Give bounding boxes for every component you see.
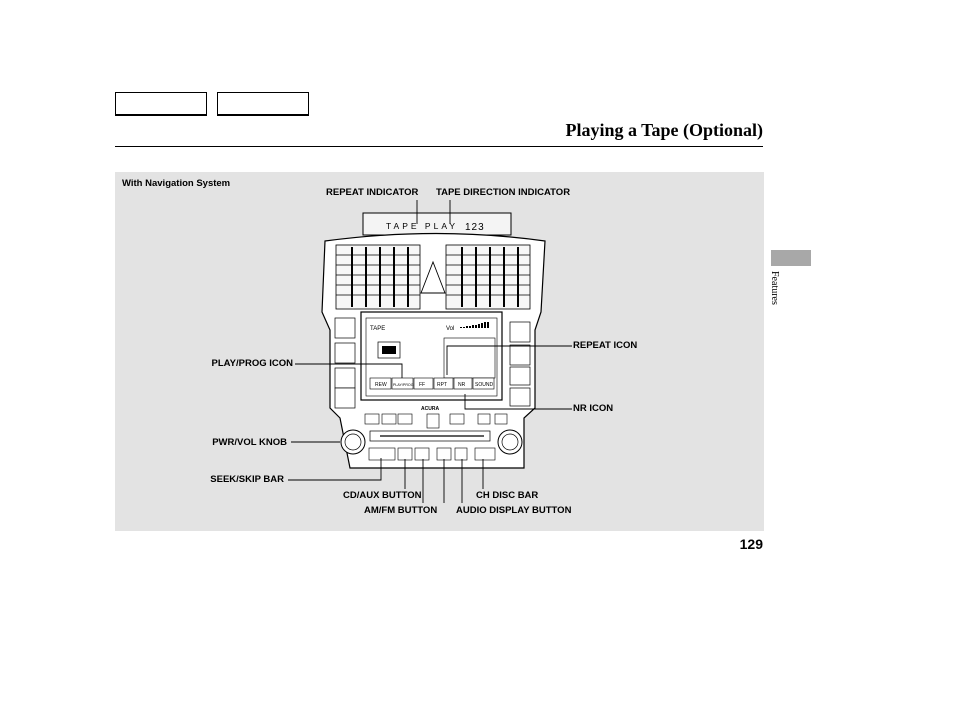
display-number: 123 — [465, 222, 485, 233]
left-side-buttons — [334, 317, 356, 409]
softkey-nr[interactable] — [453, 377, 473, 390]
air-vent-right — [445, 244, 531, 310]
volume-label: Vol — [446, 326, 454, 332]
cd-aux-button-control[interactable] — [397, 447, 413, 461]
softkey-sound-label: SOUND — [475, 382, 493, 388]
leader-lines — [288, 200, 572, 503]
seek-skip-bar-label: SEEK/SKIP BAR — [210, 474, 284, 485]
audio-display-button-control[interactable] — [436, 447, 452, 461]
audio-display-button-label: AUDIO DISPLAY BUTTON — [456, 505, 572, 516]
cd-aux-button-label: CD/AUX BUTTON — [343, 490, 422, 501]
am-fm-button-control[interactable] — [414, 447, 430, 461]
page-number: 129 — [739, 536, 763, 552]
title-rule — [115, 146, 763, 147]
pwr-vol-knob[interactable] — [340, 429, 366, 455]
control-button-row — [364, 413, 508, 429]
softkey-nr-label: NR — [458, 382, 466, 388]
ch-disc-bar-label: CH DISC BAR — [476, 490, 539, 501]
tape-direction-indicator-label: TAPE DIRECTION INDICATOR — [436, 187, 571, 198]
tune-knob[interactable] — [497, 429, 523, 455]
info-panel — [443, 337, 496, 379]
nav-button-index[interactable] — [217, 92, 309, 116]
softkey-rew-label: REW — [375, 382, 387, 388]
hazard-triangle-icon — [420, 260, 446, 294]
softkey-rew[interactable] — [369, 377, 392, 390]
air-vent-left — [335, 244, 421, 310]
brand-logo: ACURA — [421, 406, 439, 412]
softkey-sound[interactable] — [472, 377, 495, 390]
top-display: TAPE PLAY 123 — [362, 212, 512, 236]
bottom-button-row — [368, 447, 496, 461]
seek-skip-bar-control[interactable] — [368, 447, 396, 461]
softkey-rpt-label: RPT — [437, 382, 447, 388]
softkey-rpt[interactable] — [433, 377, 454, 390]
nav-button-main-menu[interactable] — [115, 92, 207, 116]
display-text: TAPE PLAY — [386, 221, 458, 231]
play-prog-icon-label: PLAY/PROG ICON — [211, 358, 293, 369]
am-fm-button-label: AM/FM BUTTON — [364, 505, 438, 516]
volume-meter-icon — [460, 322, 489, 328]
nr-icon-label: NR ICON — [573, 403, 614, 414]
softkey-play-prog[interactable] — [391, 377, 414, 390]
repeat-indicator-label: REPEAT INDICATOR — [326, 187, 419, 198]
pwr-vol-knob-label: PWR/VOL KNOB — [212, 437, 287, 448]
figure-caption: With Navigation System — [122, 178, 231, 189]
softkey-ff[interactable] — [413, 377, 434, 390]
repeat-icon-label: REPEAT ICON — [573, 340, 638, 351]
softkey-ff-label: FF — [419, 382, 425, 388]
page-title: Playing a Tape (Optional) — [565, 120, 763, 140]
softkey-row: REW PLAY/PROG FF RPT NR SOUND — [369, 377, 495, 390]
screen-mode-label: TAPE — [370, 326, 385, 332]
right-side-buttons — [509, 321, 531, 407]
section-tab-marker[interactable] — [771, 250, 811, 266]
ch-disc-bar-control[interactable] — [474, 447, 496, 461]
softkey-play-prog-label: PLAY/PROG — [393, 383, 414, 387]
